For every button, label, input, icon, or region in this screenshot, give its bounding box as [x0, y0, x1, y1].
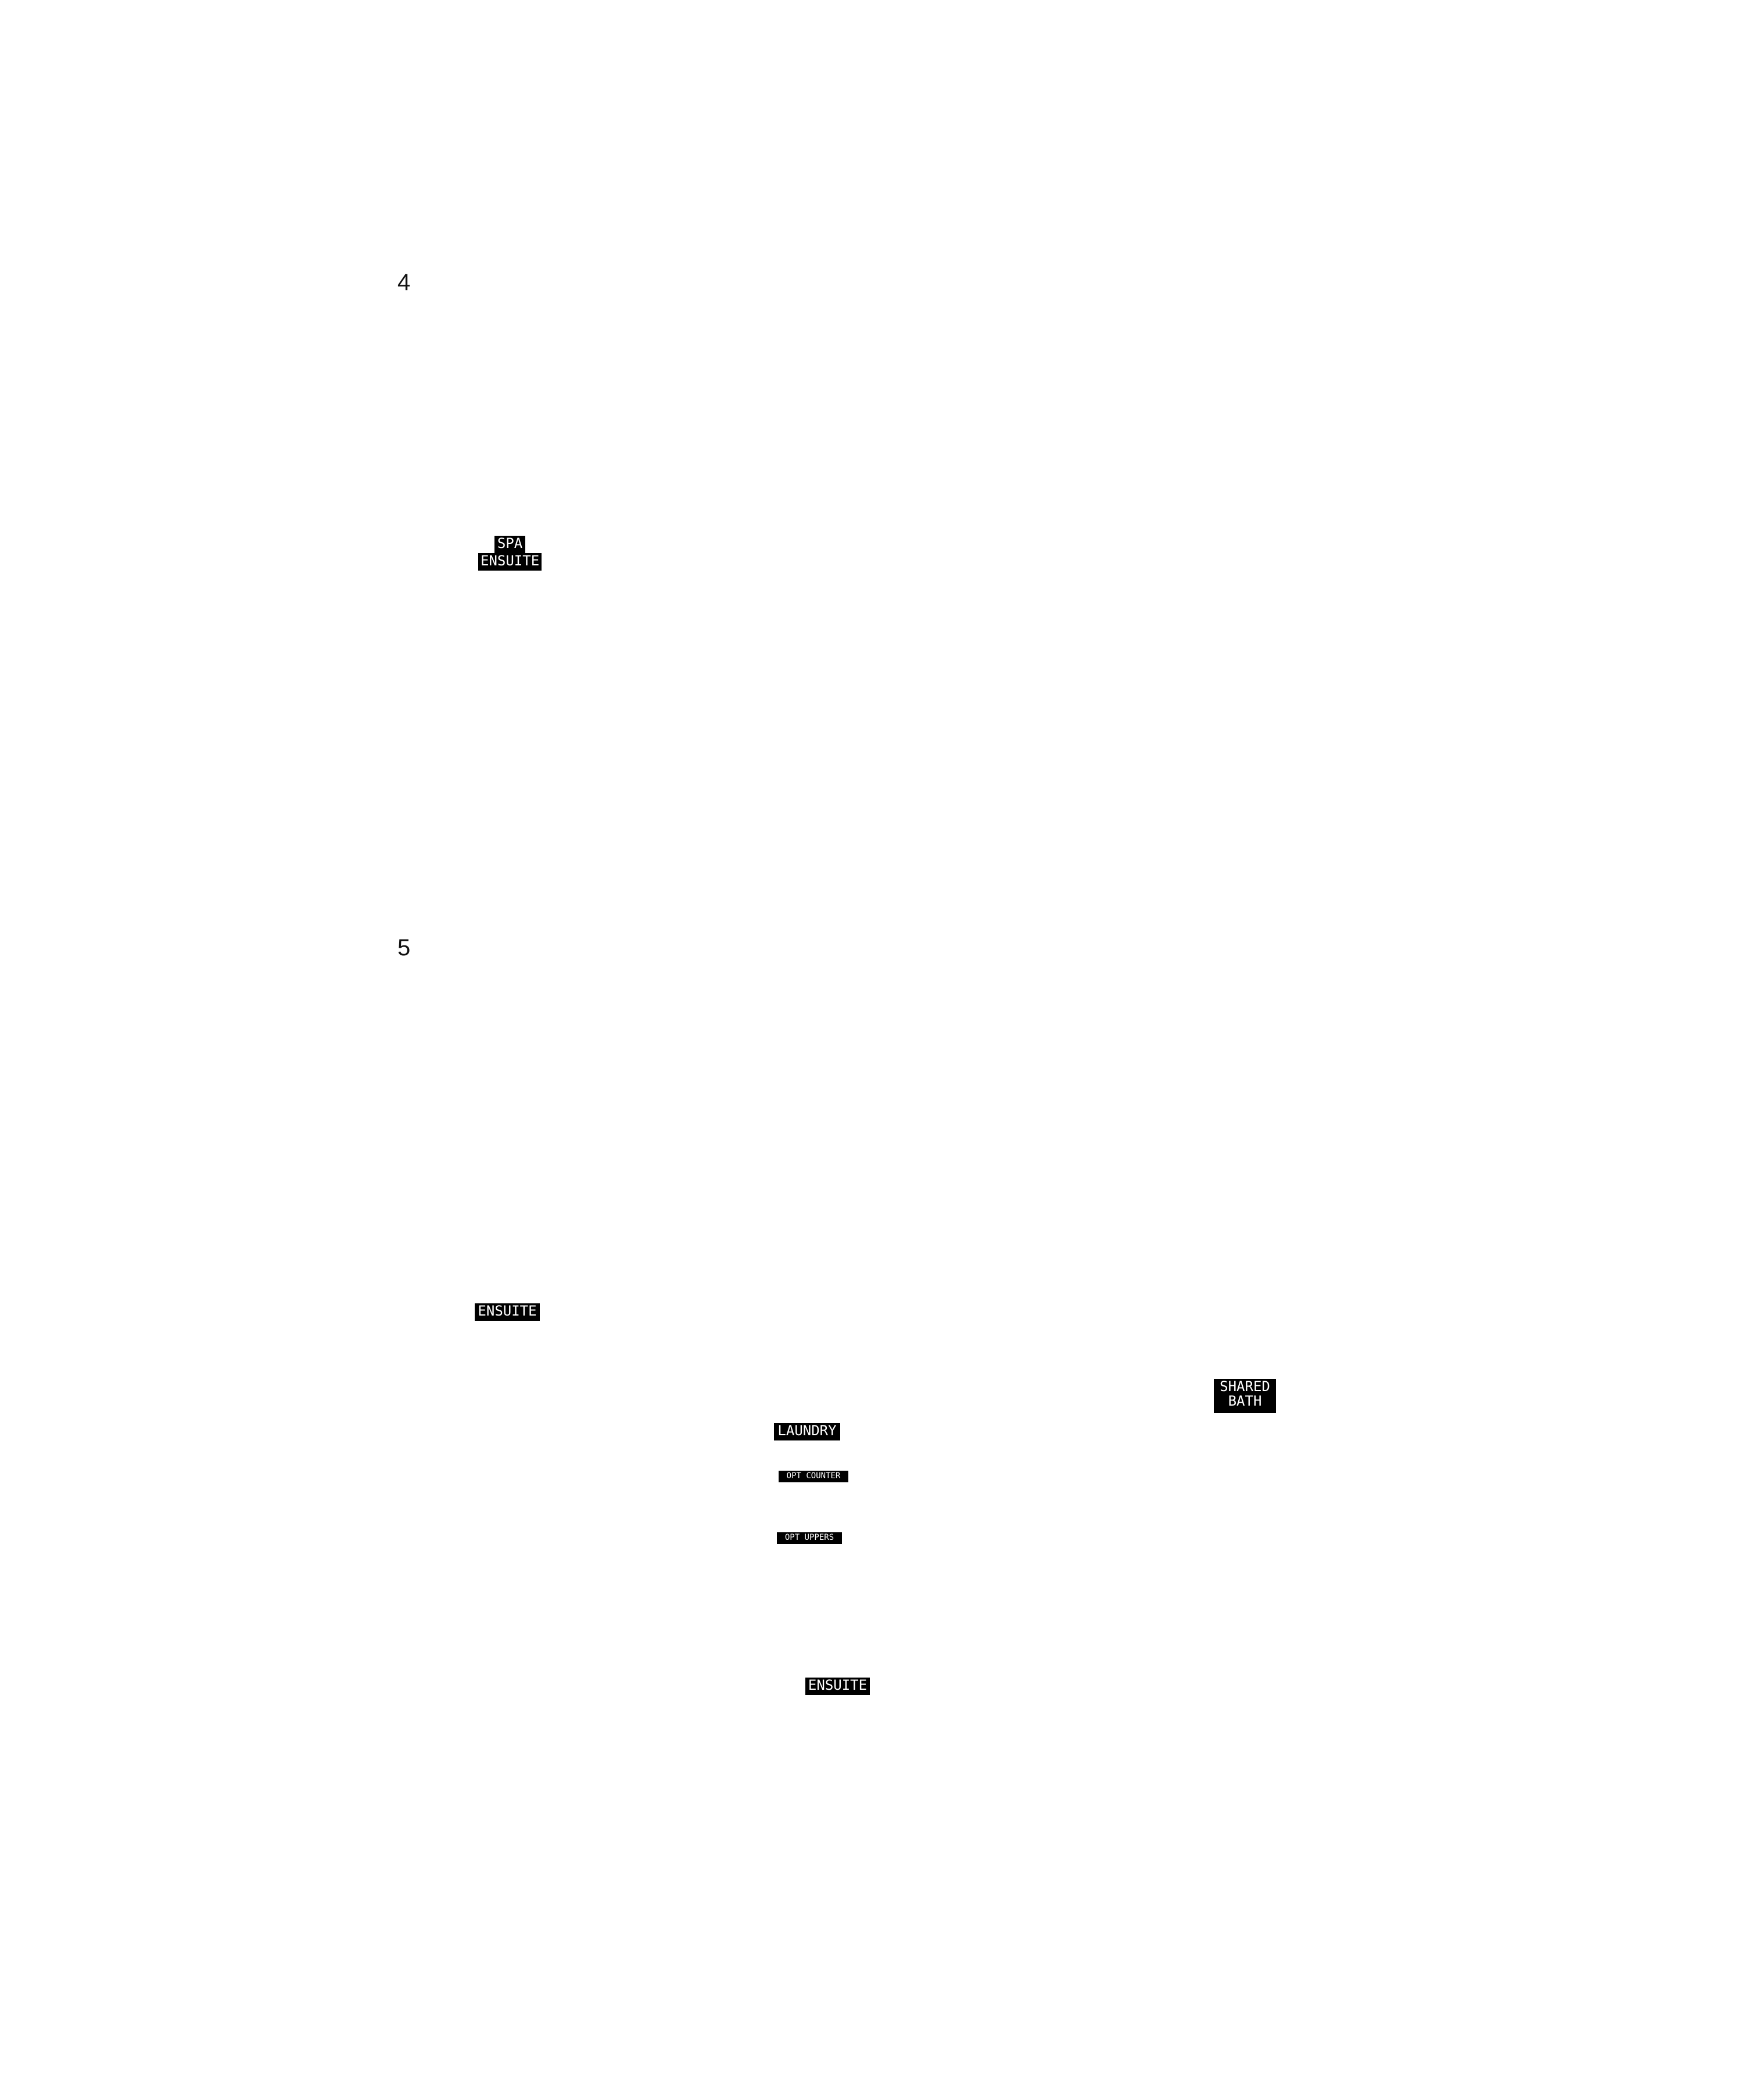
room-tag-ensuite-top: ENSUITE	[478, 553, 542, 571]
room-tag-shared-bath-line2: BATH	[1228, 1393, 1262, 1410]
sheet-number-bottom: 5	[397, 935, 411, 961]
room-tag-spa: SPA	[494, 536, 525, 553]
label-opt-uppers: OPT UPPERS	[777, 1532, 842, 1544]
room-tag-ensuite-bottom: ENSUITE	[805, 1678, 870, 1695]
label-opt-counter: OPT COUNTER	[779, 1471, 848, 1482]
room-tag-laundry: LAUNDRY	[774, 1423, 840, 1440]
sheet-number-top: 4	[397, 270, 411, 295]
room-tag-shared-bath: SHARED BATH	[1214, 1379, 1276, 1413]
room-tag-ensuite-left: ENSUITE	[475, 1303, 540, 1321]
room-tag-shared-bath-line1: SHARED	[1220, 1378, 1270, 1395]
